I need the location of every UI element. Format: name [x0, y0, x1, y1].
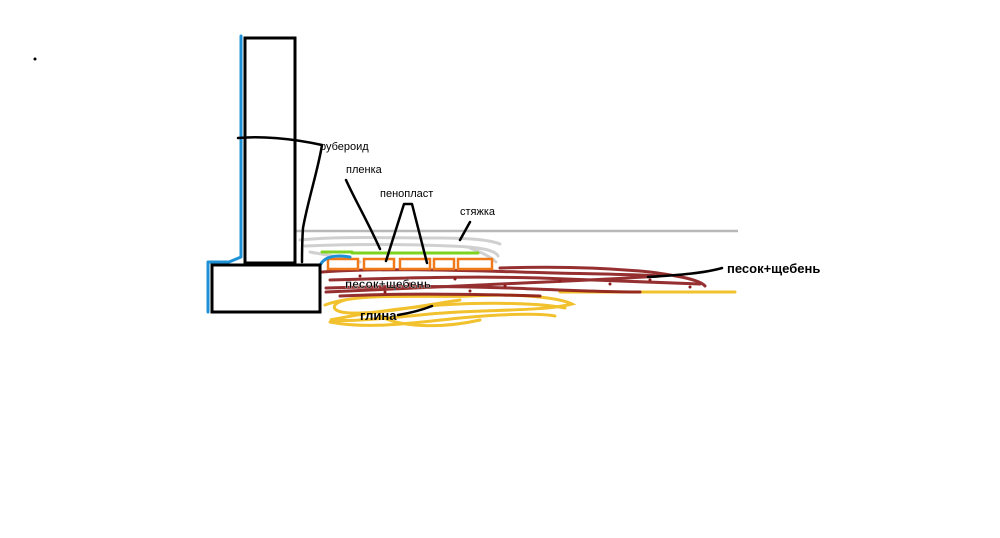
- foam-plate: [432, 257, 456, 271]
- foam-plate: [362, 257, 396, 271]
- label-styazhka: стяжка: [460, 206, 496, 218]
- ruberoid-leader: [236, 136, 324, 264]
- leader-lines: [236, 136, 724, 317]
- styazhka-leader: [458, 220, 472, 242]
- pesok-leader: [646, 266, 724, 279]
- label-ruberoid: рубероид: [320, 141, 369, 153]
- label-plenka: пленка: [346, 164, 383, 176]
- sand-gravel-inner-label: песок+щебень: [345, 277, 431, 291]
- label-penoplast: пенопласт: [380, 188, 433, 200]
- label-glina: глина: [360, 308, 397, 323]
- foam-plate: [456, 257, 494, 271]
- film-layer: [320, 250, 480, 255]
- label-pesok-scheben: песок+щебень: [727, 261, 820, 276]
- wall: [243, 36, 297, 265]
- foam-plates: [326, 257, 494, 271]
- foundation-footing: [210, 263, 322, 314]
- penoplast-leader: [384, 202, 429, 265]
- glina-leader: [396, 304, 434, 317]
- foam-plate: [326, 257, 360, 271]
- foam-plate: [398, 257, 432, 271]
- plenka-leader: [344, 178, 382, 251]
- stray-dot: [33, 57, 37, 61]
- sand-gravel-specks: [358, 274, 692, 294]
